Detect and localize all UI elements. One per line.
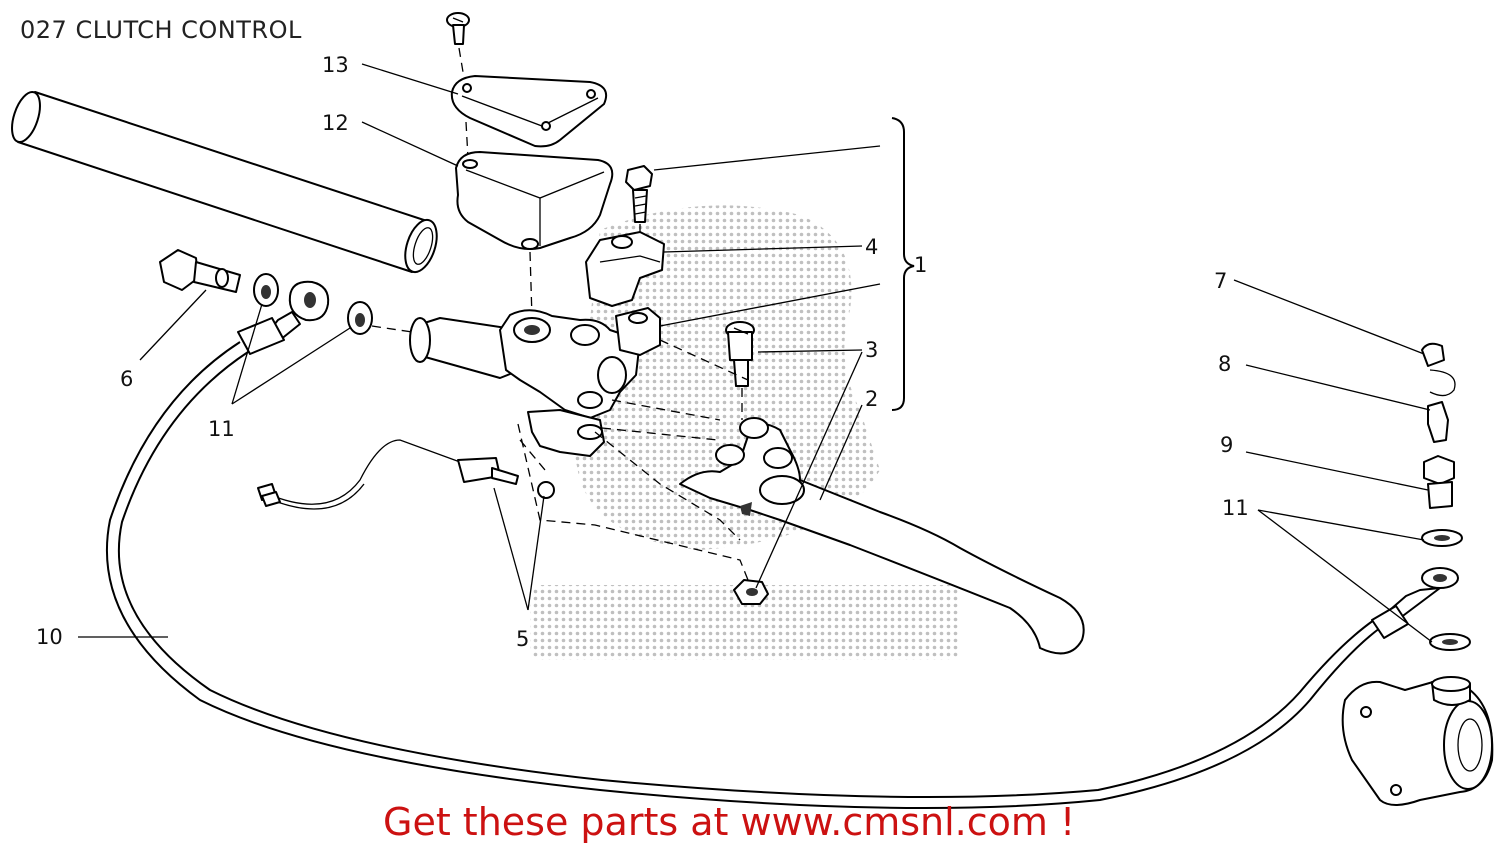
callout-13: 13	[322, 53, 349, 77]
callout-12: 12	[322, 111, 349, 135]
copper-washer	[253, 273, 279, 307]
copper-washer	[1429, 633, 1471, 651]
reservoir-cover	[450, 75, 608, 148]
watermark-logo-icon	[530, 205, 960, 660]
lever-adjuster-screw	[725, 321, 755, 387]
callout-8: 8	[1218, 352, 1231, 376]
pivot-nut	[733, 579, 769, 605]
callout-3: 3	[865, 338, 878, 362]
hose-nut	[1423, 455, 1455, 509]
clutch-lever	[679, 417, 1085, 655]
copper-washer	[347, 301, 373, 335]
handlebar-tube	[11, 90, 438, 274]
clutch-switch-wire	[257, 439, 555, 510]
reservoir-screw	[446, 12, 470, 45]
callout-5: 5	[516, 627, 529, 651]
callout-numbers: 13 12 4 1 3 2 6 11 5 10 7 8 9 11	[36, 53, 1249, 651]
banjo-fitting	[237, 280, 330, 355]
footer-promo-link[interactable]: Get these parts at www.cmsnl.com !	[383, 800, 1076, 844]
master-cylinder-body	[409, 307, 661, 457]
leader-lines	[78, 63, 1433, 643]
banjo-bolt	[159, 249, 241, 293]
callout-7: 7	[1214, 269, 1227, 293]
clamp-bolt	[625, 165, 653, 223]
page-title: 027 CLUTCH CONTROL	[20, 16, 302, 44]
callout-11: 11	[1222, 496, 1249, 520]
handlebar-clamp	[585, 231, 665, 307]
callout-9: 9	[1220, 433, 1233, 457]
callout-6: 6	[120, 367, 133, 391]
callout-11: 11	[208, 417, 235, 441]
banjo-fitting	[1371, 567, 1459, 639]
callout-4: 4	[865, 235, 878, 259]
callout-2: 2	[865, 387, 878, 411]
callout-1: 1	[914, 253, 927, 277]
copper-washer	[1421, 529, 1463, 547]
bleed-cap	[1421, 342, 1456, 397]
callout-10: 10	[36, 625, 63, 649]
clutch-hose	[106, 341, 1381, 809]
reservoir-body	[455, 151, 614, 250]
assembly-lines	[371, 325, 751, 586]
bleed-valve	[1427, 401, 1449, 443]
slave-cylinder	[1341, 676, 1494, 806]
